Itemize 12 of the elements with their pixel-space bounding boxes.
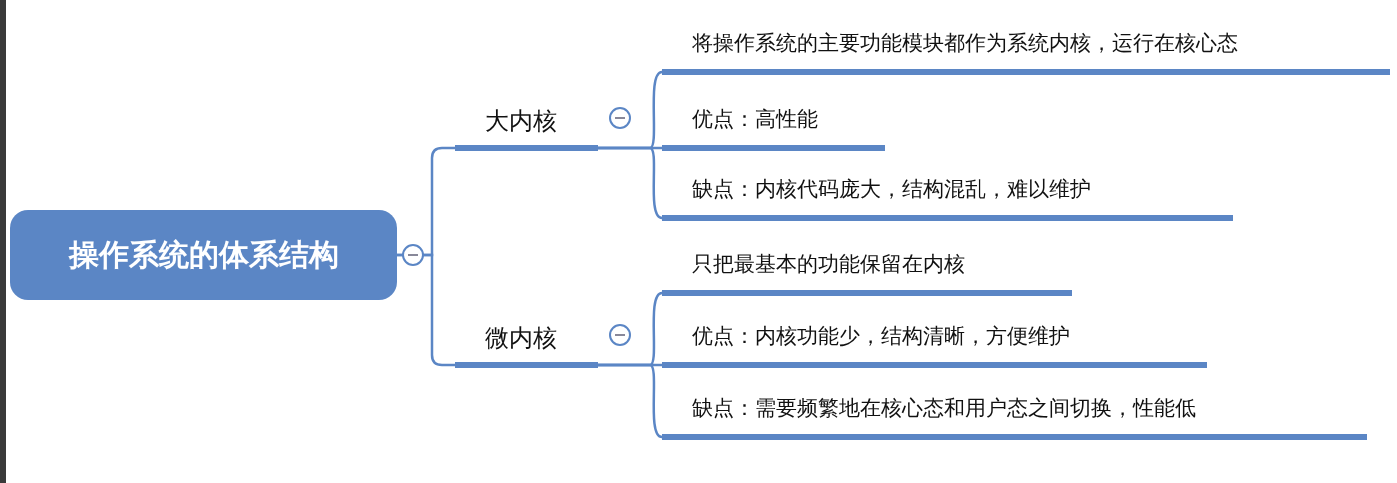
topic-label: 微内核 [455,316,598,368]
topic-label: 缺点：需要频繁地在核心态和用户态之间切换，性能低 [662,388,1367,440]
topic-label: 优点：内核功能少，结构清晰，方便维护 [662,316,1207,368]
topic-label: 大内核 [455,99,598,151]
connector-line [397,253,455,367]
root-topic: 操作系统的体系结构 [10,210,397,300]
topic-label: 将操作系统的主要功能模块都作为系统内核，运行在核心态 [662,23,1390,75]
connector-line [598,363,663,439]
connector-line [598,146,663,220]
topic-label: 缺点：内核代码庞大，结构混乱，难以维护 [662,169,1233,221]
topic-label: 优点：高性能 [662,99,885,151]
topic-label: 只把最基本的功能保留在内核 [662,244,1072,296]
